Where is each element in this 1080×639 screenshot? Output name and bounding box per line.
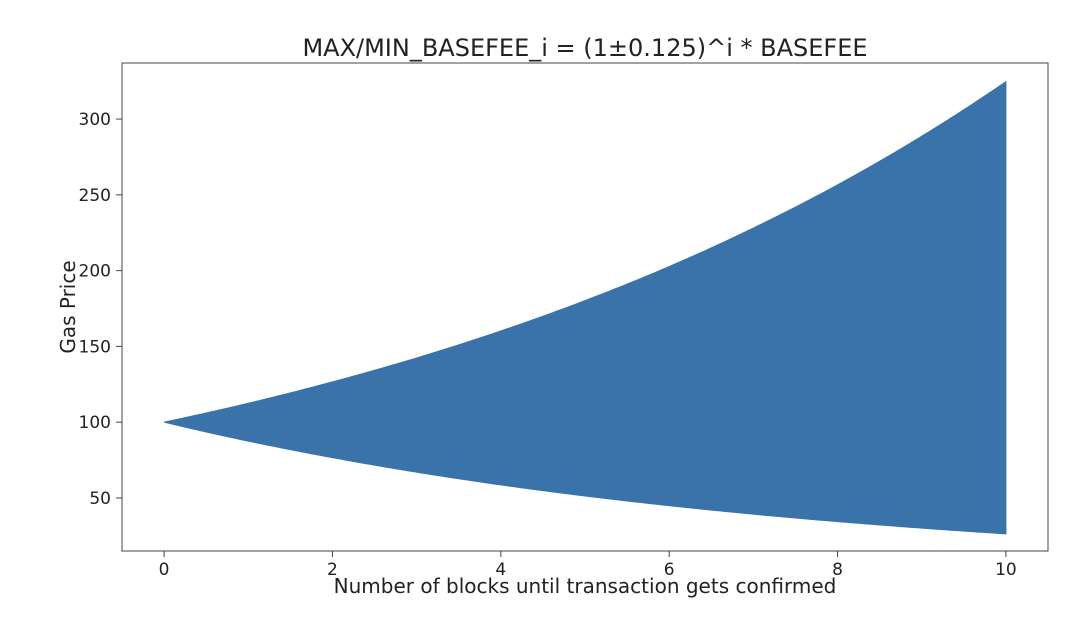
x-tick-label: 2 [327,560,338,580]
y-tick-label: 200 [79,262,111,282]
x-tick-label: 4 [495,560,506,580]
chart-title: MAX/MIN_BASEFEE_i = (1±0.125)^i * BASEFE… [302,34,867,62]
plot-area [121,62,1049,552]
y-axis-ticks: 50 100 150 200 250 300 [79,110,122,509]
area-band-series [163,80,1007,535]
y-tick-label: 150 [79,337,111,357]
plot-frame [121,62,1049,552]
x-tick-label: 10 [995,560,1017,580]
x-tick-label: 6 [664,560,675,580]
x-axis-ticks: 0 2 4 6 8 10 [159,551,1017,580]
x-tick-label: 8 [832,560,843,580]
x-tick-label: 0 [159,560,170,580]
y-tick-label: 300 [79,110,111,130]
y-axis-label: Gas Price [56,260,80,353]
y-tick-label: 250 [79,186,111,206]
x-axis-label: Number of blocks until transaction gets … [334,574,837,598]
y-tick-label: 100 [79,413,111,433]
y-tick-label: 50 [89,489,111,509]
